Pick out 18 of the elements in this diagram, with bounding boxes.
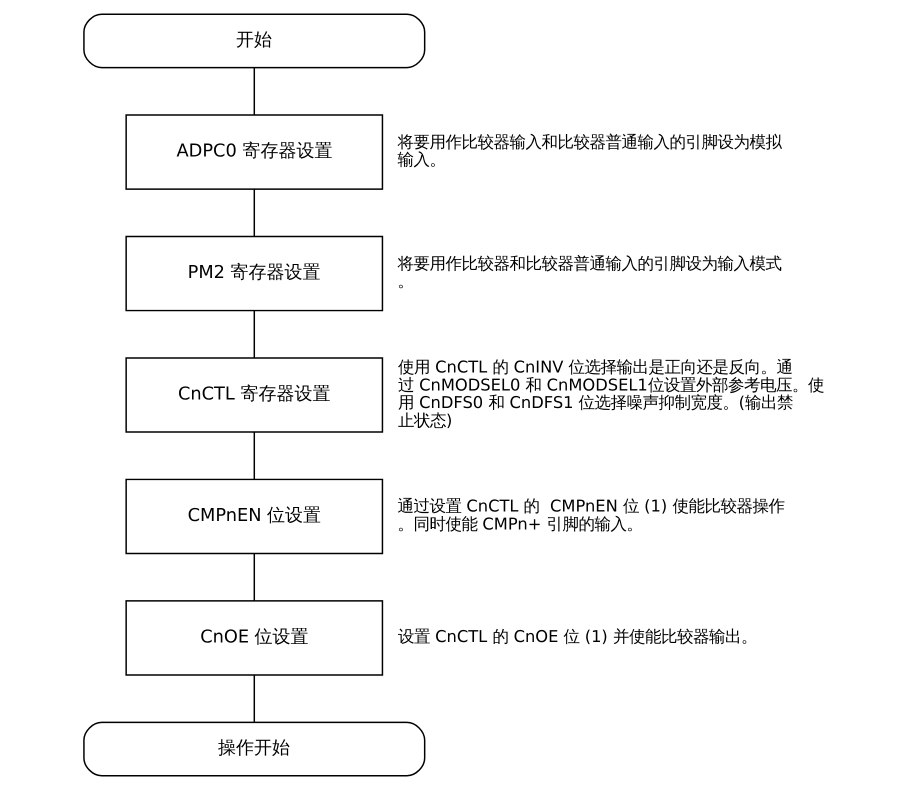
node-label: 设置 CnCTL 的 CnOE 位 (1) 并使能比较器输出。 <box>398 627 756 646</box>
connector <box>253 68 255 115</box>
connector <box>253 310 255 358</box>
node-label: 通过设置 CnCTL 的 CMPnEN 位 (1) 使能比较器操作。同时使能 CMPn+ 引脚的输入。 <box>396 496 784 534</box>
node-box: 操作开始 <box>82 722 425 776</box>
connector <box>253 189 255 236</box>
connector <box>253 432 255 480</box>
node-box: PM2 寄存器设置 <box>124 236 383 312</box>
node-box: 开始 <box>82 14 425 68</box>
node-label: 将要用作比较器和比较器普通输入的引脚设为输入模式。 <box>396 254 781 291</box>
node-label: 使用 CnCTL 的 CnINV 位选择输出是正向还是反向。通过 CnMODSEL0 和 CnMODSEL1位设置外部参考电压。使用 CnDFS0 和 CnDFS1 位选择噪声抑制宽度。(输出禁止状态) <box>398 357 824 430</box>
node-box: ADPC0 寄存器设置 <box>124 114 383 190</box>
connector <box>253 675 255 722</box>
node-box: CMPnEN 位设置 <box>124 478 383 554</box>
node-box: CnOE 位设置 <box>124 600 383 676</box>
node-label: 将要用作比较器输入和比较器普通输入的引脚设为模拟输入。 <box>396 132 781 170</box>
node-box: CnCTL 寄存器设置 <box>124 357 383 433</box>
connector <box>253 554 255 601</box>
